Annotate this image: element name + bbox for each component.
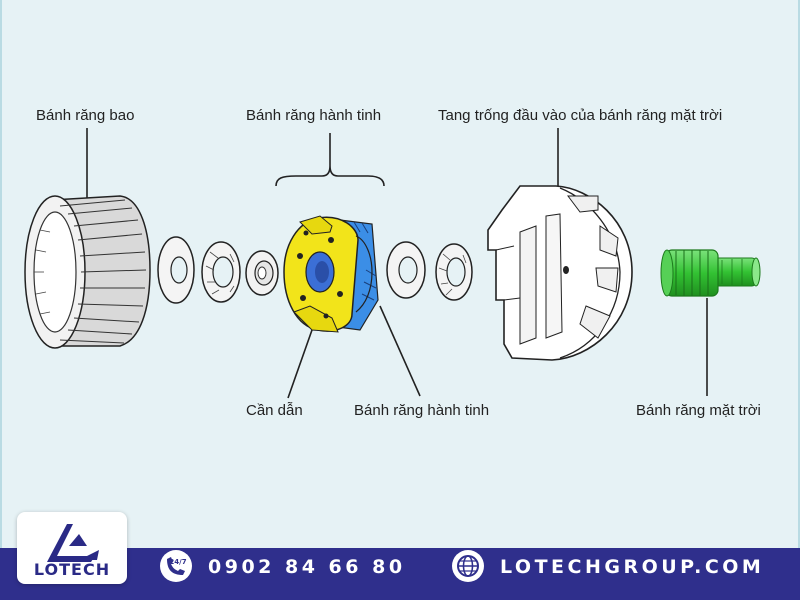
thrust-washer-2: [245, 250, 279, 296]
thrust-bearing-2: [435, 243, 473, 301]
lotech-logo-icon: [47, 524, 99, 562]
leader-carrier: [287, 329, 313, 399]
globe-icon: [452, 550, 484, 582]
phone-badge-text: 24/7: [169, 558, 186, 566]
sun-gear: [660, 249, 761, 297]
thrust-bearing-1: [201, 241, 241, 303]
thrust-washer-3: [386, 241, 426, 299]
footer-bar: [0, 548, 800, 600]
planetary-carrier: [283, 215, 379, 333]
footer-phone[interactable]: 0902 84 66 80: [208, 556, 406, 578]
label-carrier: Cần dẫn: [246, 402, 303, 419]
leader-lines: [86, 128, 708, 399]
thrust-washer-1: [157, 236, 195, 304]
label-planet-gears-bottom: Bánh răng hành tinh: [354, 402, 490, 419]
label-planet-gears-top: Bánh răng hành tinh: [246, 107, 382, 124]
logo-card[interactable]: LOTECH: [17, 512, 127, 584]
leader-planet-gears-bottom: [379, 305, 421, 397]
footer-website[interactable]: LOTECHGROUP.COM: [500, 556, 765, 578]
logo-text: LOTECH: [33, 560, 111, 579]
sun-gear-input-drum: [487, 185, 633, 361]
planetary-gear-diagram: [24, 128, 761, 399]
label-ring-gear: Bánh răng bao: [36, 107, 135, 124]
label-sun-gear: Bánh răng mặt trời: [636, 402, 761, 419]
bracket-planet-gears: [275, 165, 385, 187]
phone-24-7-icon: 24/7: [160, 550, 192, 582]
label-input-drum: Tang trống đầu vào của bánh răng mặt trờ…: [438, 107, 723, 124]
ring-gear: [24, 195, 151, 349]
